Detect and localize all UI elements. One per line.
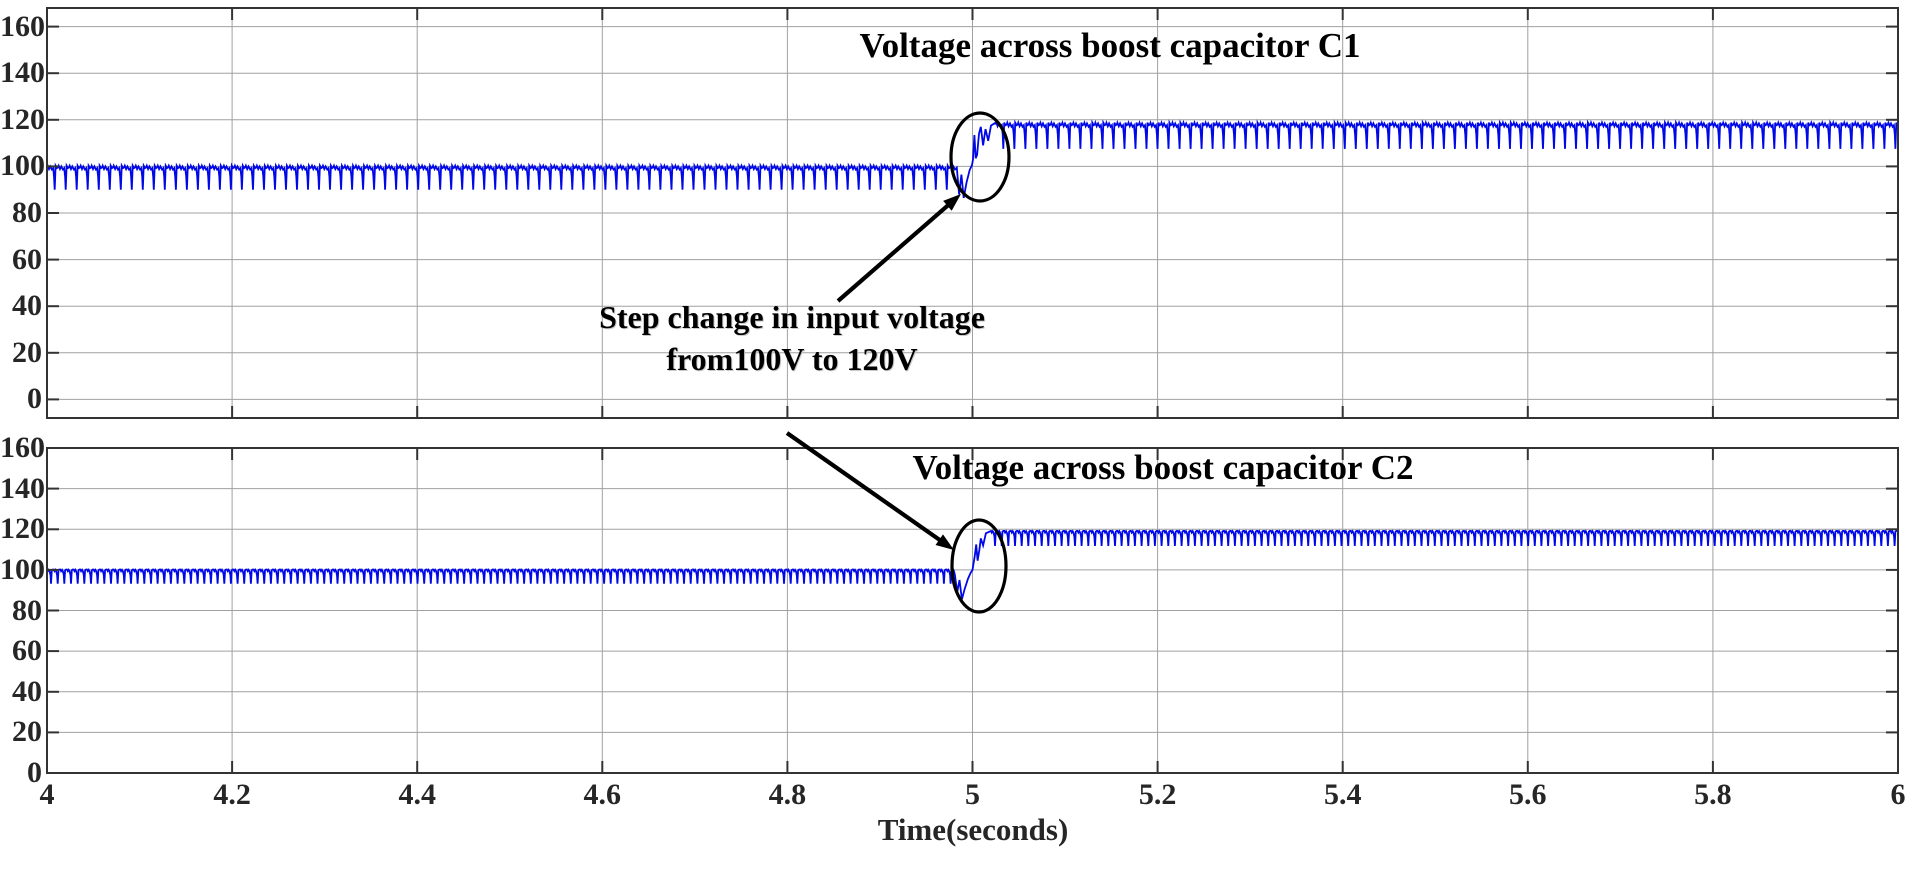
y-tick-label: 120 <box>0 102 45 136</box>
y-tick-label: 140 <box>0 471 45 505</box>
step-highlight-ellipse <box>950 518 1008 614</box>
y-tick-label: 20 <box>12 335 42 369</box>
annotation-arrow-line <box>785 431 944 544</box>
y-tick-label: 160 <box>0 431 45 464</box>
annotation-arrow-line <box>836 201 952 303</box>
waveform-c1 <box>47 119 1898 199</box>
x-tick-label: 4 <box>39 778 55 811</box>
step-highlight-ellipse <box>949 111 1011 203</box>
annotation-arrowhead-icon <box>943 194 961 211</box>
y-tick-label: 80 <box>12 593 42 627</box>
y-tick-label: 100 <box>0 552 45 586</box>
annotation-arrowhead-icon <box>935 534 954 550</box>
y-tick-label: 100 <box>0 149 45 183</box>
x-tick-label: 4.8 <box>768 778 807 811</box>
x-tick-label: 5.8 <box>1694 778 1732 811</box>
waveform-c2 <box>47 529 1898 600</box>
x-tick-label: 5 <box>965 778 980 811</box>
plot1-title: Voltage across boost capacitor C1 <box>859 26 1361 65</box>
y-tick-label: 60 <box>12 634 42 668</box>
y-tick-label: 80 <box>12 196 42 229</box>
y-tick-label: 40 <box>12 289 42 323</box>
annotation-line1: Step change in input voltage <box>599 299 985 335</box>
x-tick-label: 6 <box>1890 778 1906 811</box>
x-tick-label: 4.2 <box>213 778 251 811</box>
y-tick-label: 40 <box>12 674 42 708</box>
y-tick-label: 0 <box>27 382 42 416</box>
x-tick-label: 5.2 <box>1138 778 1177 811</box>
x-tick-label: 5.6 <box>1509 778 1547 811</box>
annotation-line2: from100V to 120V <box>666 341 918 377</box>
x-axis-label: Time(seconds) <box>877 812 1069 847</box>
plot2-title: Voltage across boost capacitor C2 <box>912 448 1414 487</box>
y-tick-label: 120 <box>0 512 45 546</box>
x-tick-label: 5.4 <box>1323 778 1362 811</box>
x-tick-label: 4.4 <box>398 778 436 811</box>
y-tick-label: 20 <box>12 715 42 749</box>
y-tick-label: 140 <box>0 56 45 90</box>
subplot-1 <box>46 7 1899 419</box>
y-tick-label: 160 <box>0 9 45 43</box>
y-tick-label: 0 <box>27 756 42 789</box>
subplot-2 <box>46 447 1899 774</box>
x-tick-label: 4.6 <box>583 778 622 811</box>
y-tick-label: 60 <box>12 242 42 276</box>
